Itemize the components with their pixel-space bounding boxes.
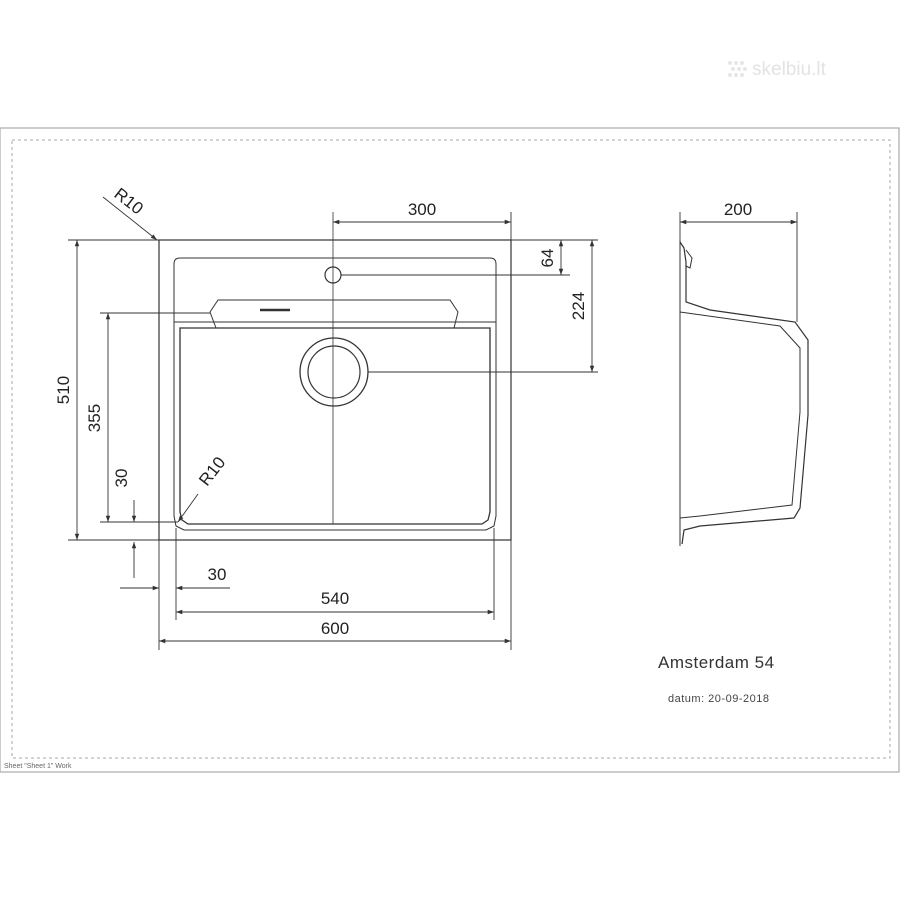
dim-label-drain-depth: 224 bbox=[569, 292, 588, 320]
dim-label-bowl-side-margin: 30 bbox=[208, 565, 227, 584]
dim-label-corner-outer: R10 bbox=[111, 184, 147, 218]
title-block: Amsterdam 54 datum: 20-09-2018 bbox=[658, 653, 775, 705]
drain-inner-ring bbox=[307, 345, 361, 399]
sink-side-view bbox=[679, 240, 809, 546]
dim-leader-corner-inner bbox=[177, 493, 199, 523]
dim-label-corner-inner: R10 bbox=[195, 453, 229, 489]
dim-label-bowl-bottom-margin: 30 bbox=[112, 469, 131, 488]
sheet-inner-frame bbox=[11, 139, 891, 759]
dim-label-tap-depth: 64 bbox=[538, 249, 557, 268]
dim-label-bowl-height: 200 bbox=[724, 200, 752, 219]
dim-label-bowl-depth: 355 bbox=[85, 404, 104, 432]
dim-label-tap-offset: 300 bbox=[408, 200, 436, 219]
dim-label-bowl-width: 540 bbox=[321, 589, 349, 608]
side-mount-clip bbox=[685, 249, 693, 269]
sink-bowl-bevel bbox=[173, 321, 497, 531]
dim-label-overall-depth: 510 bbox=[54, 376, 73, 404]
side-outer-profile bbox=[679, 241, 809, 545]
sheet-outer-frame bbox=[0, 127, 900, 773]
side-inner-profile bbox=[679, 311, 801, 519]
model-name: Amsterdam 54 bbox=[658, 653, 775, 672]
sink-outer-outline bbox=[158, 239, 512, 541]
sheet-footer: Sheet "Sheet 1" Work bbox=[4, 763, 72, 770]
sink-deck-outline bbox=[173, 257, 497, 322]
drawing-date: datum: 20-09-2018 bbox=[668, 693, 769, 705]
sink-plan-view bbox=[158, 212, 512, 541]
watermark: skelbiu.lt bbox=[728, 59, 827, 80]
dim-label-overall-width: 600 bbox=[321, 619, 349, 638]
sink-back-shelf bbox=[209, 299, 459, 329]
dim-leader-corner-outer bbox=[102, 196, 158, 241]
watermark-logo-icon bbox=[728, 61, 747, 77]
drain-outer-ring bbox=[299, 337, 369, 407]
sink-bowl-outline bbox=[179, 327, 491, 525]
dimension-lines bbox=[68, 196, 798, 650]
watermark-text: skelbiu.lt bbox=[752, 59, 827, 80]
